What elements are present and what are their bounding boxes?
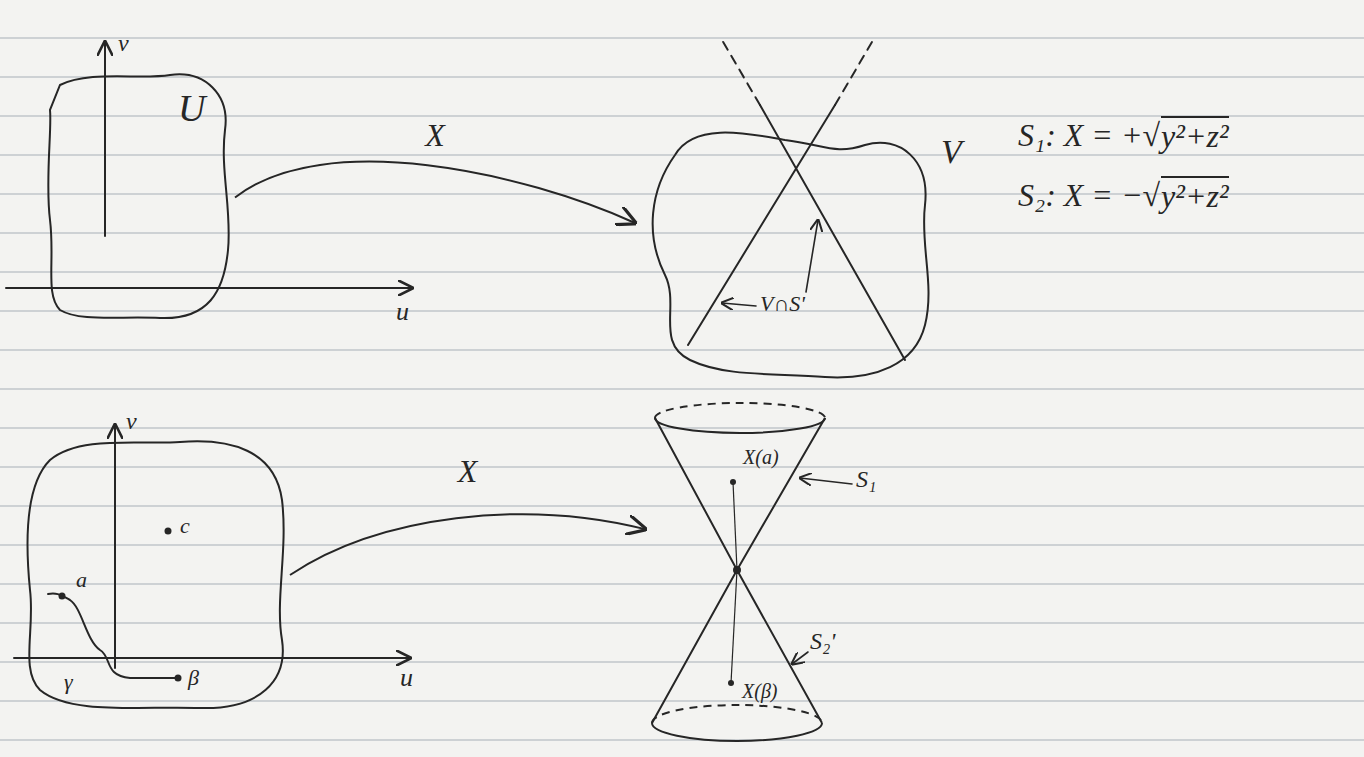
double-cone: X(a) X(β) xyxy=(645,398,835,743)
cone-line-dashed xyxy=(722,40,760,105)
region-blob: a c β γ xyxy=(20,430,290,720)
annotation: S₁: X = +√ xyxy=(1018,118,1160,153)
point xyxy=(165,528,172,535)
u-axis xyxy=(14,657,410,659)
annotation: S₂' xyxy=(810,628,835,654)
cone-line-dashed xyxy=(835,42,872,105)
node-outline xyxy=(20,430,290,720)
point xyxy=(175,675,182,682)
node-label: X(a) xyxy=(743,446,779,468)
node-label: V xyxy=(941,133,962,170)
map-arrow xyxy=(290,514,645,575)
annotation: S₂: X = −√ xyxy=(1018,178,1160,213)
radicand: y²+z² xyxy=(1161,176,1228,214)
node-label: X(β) xyxy=(742,680,778,702)
annotation: v xyxy=(118,30,129,56)
node-label: γ xyxy=(64,670,73,694)
cone-line xyxy=(688,105,835,345)
node-label: c xyxy=(180,514,190,538)
map-arrow xyxy=(235,162,635,223)
annotation: S₁ xyxy=(856,466,876,492)
map-name: X xyxy=(425,118,445,153)
node-label: U xyxy=(178,88,205,130)
node-outline xyxy=(645,398,835,743)
leader-line xyxy=(800,478,852,484)
map-name: X xyxy=(458,454,478,489)
region-blob: U xyxy=(40,70,235,325)
node-outline xyxy=(40,70,235,325)
leader-line xyxy=(722,303,756,306)
node-label: a xyxy=(76,568,87,592)
leader-line xyxy=(792,652,808,664)
node-label: β xyxy=(188,666,199,690)
annotation: v xyxy=(126,408,137,434)
point xyxy=(59,593,66,600)
annotation: u xyxy=(396,298,409,327)
u-axis xyxy=(6,287,412,289)
v-axis xyxy=(114,425,116,668)
curve-gamma xyxy=(48,593,178,678)
leader-line xyxy=(806,220,818,292)
node-outline xyxy=(635,115,935,385)
v-axis xyxy=(104,42,106,236)
annotation: V∩S' xyxy=(760,292,805,316)
region-blob: V xyxy=(635,115,935,385)
annotation: u xyxy=(400,664,413,693)
radicand: y²+z² xyxy=(1161,116,1228,154)
